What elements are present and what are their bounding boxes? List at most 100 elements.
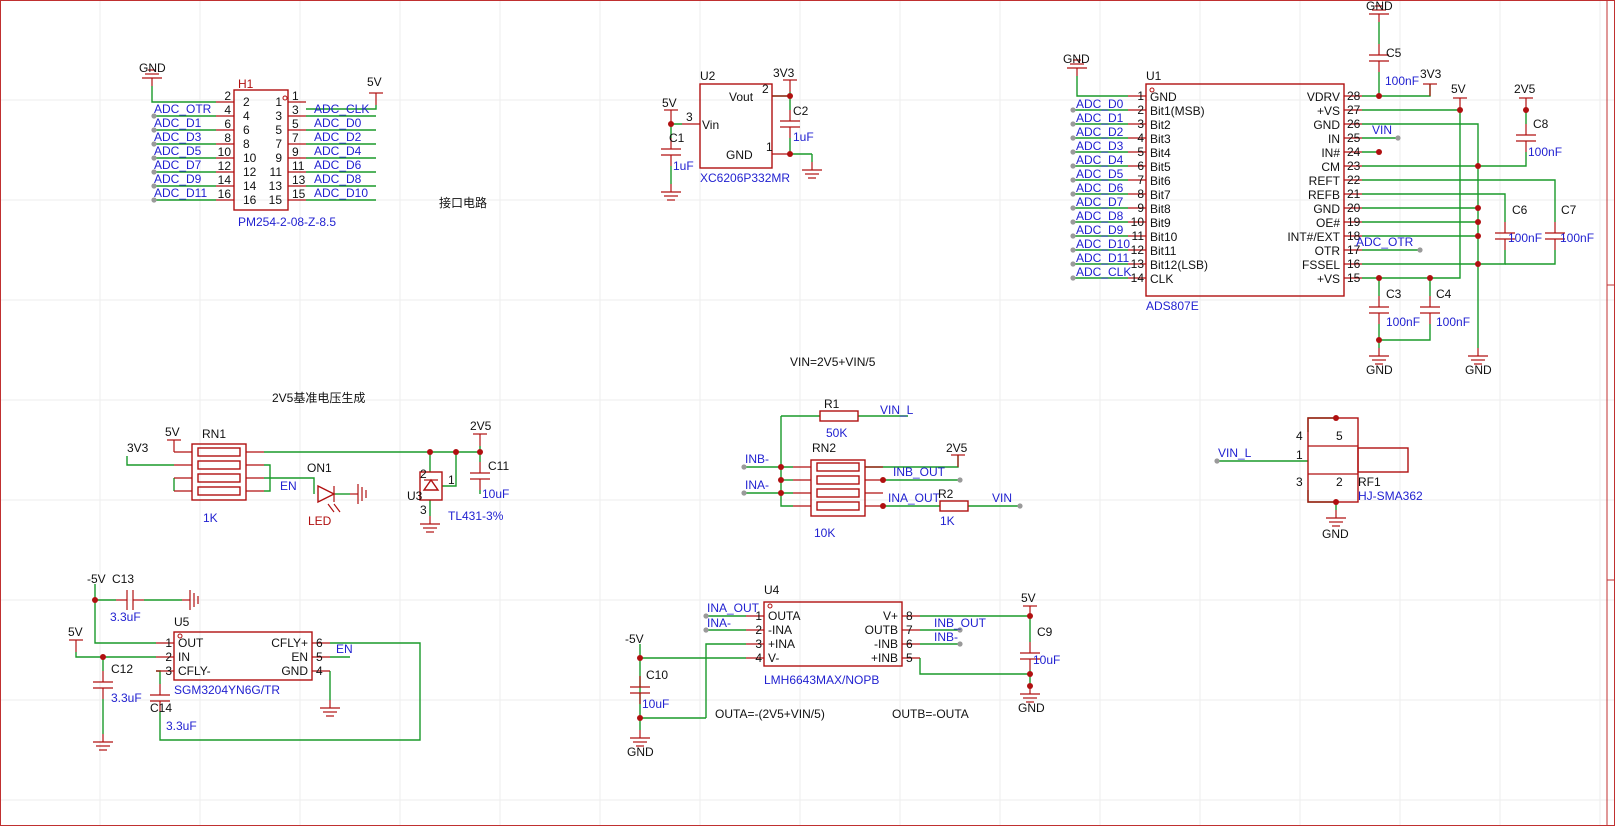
neg-supply-pin-number: 6 <box>316 636 323 650</box>
adc-c6[interactable] <box>1495 222 1515 250</box>
wire <box>442 452 457 487</box>
adc-pin-name: CLK <box>1150 272 1173 286</box>
connector-5v-label: 5V <box>367 75 382 89</box>
adc-pin-name: Bit6 <box>1150 174 1171 188</box>
vref-2v5-flag <box>473 433 487 446</box>
opamp-c9[interactable] <box>1020 642 1040 670</box>
junction-dot <box>778 477 784 483</box>
wire-end-point <box>151 127 157 133</box>
adc-pin-number: 8 <box>1137 187 1144 201</box>
opamp-pin-number: 5 <box>906 651 913 665</box>
junction-dot <box>880 503 886 509</box>
summing-r2-body[interactable] <box>939 500 969 512</box>
vref-c11[interactable] <box>470 462 490 490</box>
adc-pin-number: 9 <box>1137 201 1144 215</box>
adc-pin-number: 15 <box>1347 271 1361 285</box>
adc-c4[interactable] <box>1420 296 1440 324</box>
adc-pin-number: 19 <box>1347 215 1361 229</box>
rf1-pin: 3 <box>1296 475 1303 489</box>
adc-pin-number: 16 <box>1347 257 1361 271</box>
connector-net-label: ADC_OTR <box>154 102 212 116</box>
opamp-c9-gnd-label: GND <box>1018 701 1045 715</box>
adc-pin-name: +VS <box>1317 272 1340 286</box>
ldo-c2[interactable] <box>780 110 800 138</box>
connector-pin-number: 12 <box>218 159 232 173</box>
opamp-pin-number: 6 <box>906 637 913 651</box>
adc-c7[interactable] <box>1545 222 1565 250</box>
wire-end-point <box>151 169 157 175</box>
vref-led-gnd <box>350 484 367 504</box>
adc-c3[interactable] <box>1369 296 1389 324</box>
vref-led-value: LED <box>308 514 332 528</box>
summing-r1-body[interactable] <box>819 410 859 422</box>
adc-net-label: ADC_D7 <box>1076 195 1124 209</box>
wire-end-point <box>151 113 157 119</box>
connector-pin-number: 14 <box>218 173 232 187</box>
rf1-body[interactable] <box>1307 417 1359 503</box>
adc-pin-name: Bit1(MSB) <box>1150 104 1205 118</box>
opamp-pin-name: OUTB <box>865 623 898 637</box>
opamp-ina-minus-label: INA- <box>707 616 731 630</box>
summing-rn2-body[interactable] <box>810 459 866 517</box>
neg-supply-c14-ref: C14 <box>150 701 172 715</box>
connector-pin-number: 6 <box>224 117 231 131</box>
neg-supply-c14[interactable] <box>150 684 170 712</box>
vref-rn1-body[interactable] <box>191 443 247 501</box>
neg-supply-5v-label: 5V <box>68 625 83 639</box>
adc-pin-name: REFT <box>1309 174 1341 188</box>
wire <box>264 477 315 494</box>
led-symbol[interactable] <box>317 484 341 513</box>
adc-pin-number: 22 <box>1347 173 1361 187</box>
junction-dot <box>92 597 98 603</box>
rf1-gnd <box>1326 510 1346 527</box>
vref-u3-ref: U3 <box>407 489 423 503</box>
neg-supply-pin-number: 5 <box>316 650 323 664</box>
connector-pin-number: 10 <box>218 145 232 159</box>
connector-part-number: PM254-2-08-Z-8.5 <box>238 215 336 229</box>
adc-c5-ref: C5 <box>1386 46 1402 60</box>
adc-pin-name: FSSEL <box>1302 258 1340 272</box>
junction-dot <box>1333 499 1339 505</box>
adc-2v5-label: 2V5 <box>1514 82 1536 96</box>
wire-end-point <box>1070 163 1076 169</box>
connector-net-label: ADC_D11 <box>154 186 207 200</box>
ldo-5v-flag <box>664 109 678 122</box>
adc-net-label: ADC_D5 <box>1076 167 1124 181</box>
opamp-part-number: LMH6643MAX/NOPB <box>764 673 879 687</box>
connector-pin-number: 4 <box>224 103 231 117</box>
opamp-u4-body[interactable] <box>763 601 903 667</box>
adc-u1-body[interactable] <box>1145 83 1345 297</box>
wire-end-point <box>1070 233 1076 239</box>
neg-supply-c12[interactable] <box>93 671 113 699</box>
vref-u3-body[interactable] <box>419 471 443 501</box>
opamp-c10[interactable] <box>630 676 650 704</box>
adc-c5[interactable] <box>1369 44 1389 72</box>
rf1-net-label: VIN_L <box>1218 446 1252 460</box>
connector-h1-body[interactable] <box>233 89 289 211</box>
adc-left-gnd <box>1067 59 1087 76</box>
adc-designator: U1 <box>1146 69 1162 83</box>
wire-end-point <box>151 141 157 147</box>
rf1-pin: 5 <box>1336 429 1343 443</box>
neg-supply-u5-body[interactable] <box>173 631 313 681</box>
rf1-pin: 1 <box>1296 448 1303 462</box>
wire-end-point <box>703 613 709 619</box>
ldo-c1[interactable] <box>661 138 681 166</box>
neg-supply-c13[interactable] <box>116 590 144 610</box>
wire <box>919 658 1030 675</box>
connector-net-label: ADC_D0 <box>314 116 362 130</box>
connector-net-label: ADC_D10 <box>314 186 368 200</box>
ldo-part-number: XC6206P332MR <box>700 171 790 185</box>
connector-net-label: ADC_D4 <box>314 144 362 158</box>
connector-pin-name: 16 <box>243 193 257 207</box>
wire-end-point <box>1070 149 1076 155</box>
adc-pin-name: Bit12(LSB) <box>1150 258 1208 272</box>
junction-dot <box>477 449 483 455</box>
ldo-u2-body[interactable] <box>699 83 773 169</box>
adc-pin-number: 4 <box>1137 131 1144 145</box>
connector-pin-name: 5 <box>275 123 282 137</box>
adc-c8[interactable] <box>1516 124 1536 152</box>
adc-pin-number: 28 <box>1347 89 1361 103</box>
